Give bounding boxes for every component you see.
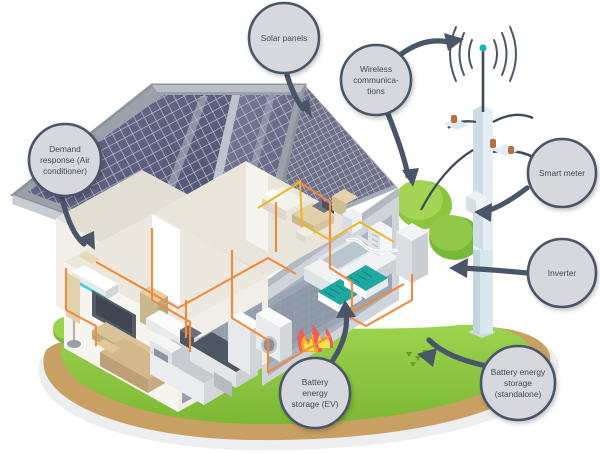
callout-inverter[interactable]: Inverter	[526, 237, 598, 309]
washing-machine	[256, 307, 292, 328]
callout-circle-smart-meter[interactable]	[526, 137, 598, 209]
garage	[304, 208, 428, 313]
callout-circle-battery-standalone[interactable]	[479, 344, 557, 422]
callout-circle-wireless-comms[interactable]	[339, 43, 413, 117]
callout-circle-inverter[interactable]	[526, 237, 598, 309]
microwave	[150, 334, 182, 353]
callout-label-smart-meter: Smart meter	[539, 168, 585, 178]
water-heater	[228, 311, 262, 331]
callout-solar-panels[interactable]: Solar panels	[247, 1, 321, 75]
antenna-tip	[479, 44, 487, 52]
callout-circle-solar-panels[interactable]	[247, 1, 321, 75]
utility-pole	[420, 26, 536, 338]
callout-smart-meter[interactable]: Smart meter	[526, 137, 598, 209]
callout-circle-demand-response[interactable]	[27, 122, 103, 198]
chair	[296, 226, 315, 237]
callout-label-inverter: Inverter	[548, 268, 577, 278]
electrical-wiring	[64, 179, 414, 374]
callout-circle-battery-ev[interactable]	[278, 356, 352, 430]
connector-arrows	[59, 33, 531, 369]
callout-label-solar-panels: Solar panels	[261, 33, 308, 43]
utility-room	[228, 307, 334, 375]
inverter-unit	[396, 223, 428, 283]
dc-wiring-yellow	[257, 181, 395, 243]
desk	[292, 203, 334, 226]
